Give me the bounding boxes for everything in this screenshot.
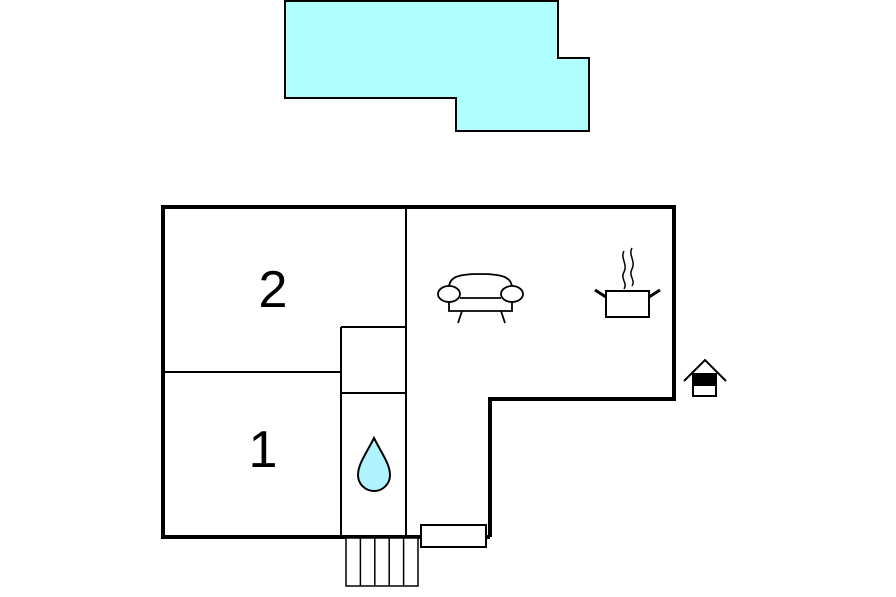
cooking-pot-icon <box>594 247 661 318</box>
exterior-walls <box>161 205 676 539</box>
pool <box>284 0 590 132</box>
room-number-2: 2 <box>259 261 288 319</box>
bottom-wall-window <box>420 524 487 548</box>
entrance-steps <box>345 537 419 587</box>
interior-walls <box>163 207 407 537</box>
entrance-house-icon <box>683 358 727 397</box>
room-number-1: 1 <box>249 421 278 479</box>
water-drop-icon <box>356 435 392 492</box>
sofa-icon <box>437 273 524 324</box>
